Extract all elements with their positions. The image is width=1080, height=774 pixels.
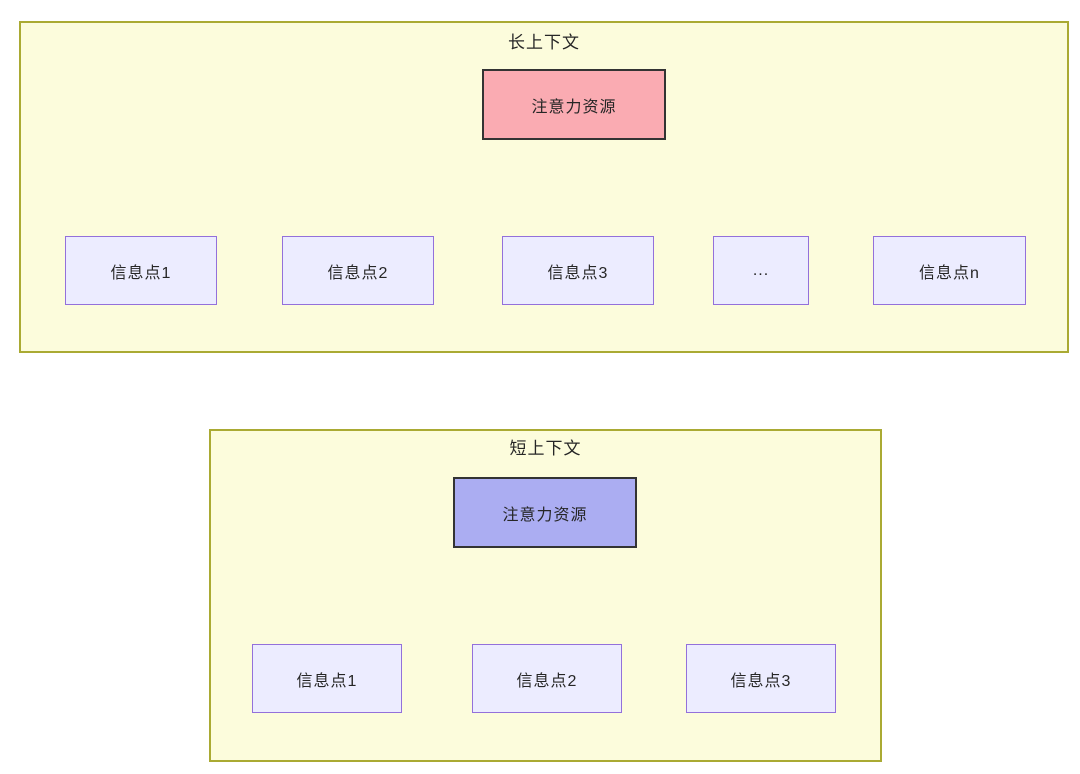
node-short-info-1: 信息点1 <box>252 644 402 713</box>
group-short-context-title: 短上下文 <box>509 439 582 458</box>
node-short-info-2: 信息点2 <box>472 644 622 713</box>
node-long-info-2: 信息点2 <box>282 236 434 305</box>
attention-box-short: 注意力资源 <box>453 477 637 548</box>
node-long-info-1: 信息点1 <box>65 236 217 305</box>
node-long-info-3: 信息点3 <box>502 236 654 305</box>
group-long-context-title: 长上下文 <box>508 33 580 52</box>
node-long-info-n: 信息点n <box>873 236 1026 305</box>
attention-box-long: 注意力资源 <box>482 69 666 140</box>
node-short-info-3: 信息点3 <box>686 644 836 713</box>
node-long-info-dots: ... <box>713 236 809 305</box>
